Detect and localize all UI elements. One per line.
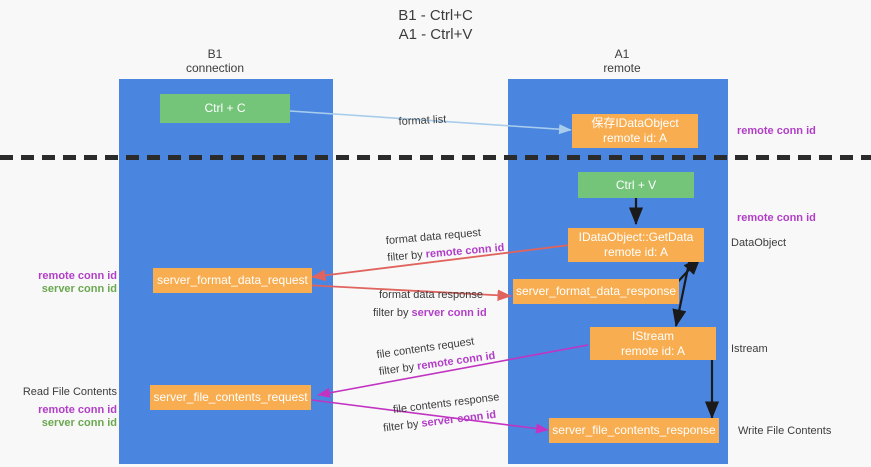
annotation-left-read-file-contents: Read File Contents bbox=[22, 386, 117, 398]
edge-label-file-contents-response: file contents response filter by server … bbox=[383, 390, 502, 434]
column-header-b1: B1 connection bbox=[185, 47, 245, 75]
box-server-file-contents-request[interactable]: server_file_contents_request bbox=[150, 385, 311, 410]
annotation-right-remote-conn-id-mid: remote conn id bbox=[737, 212, 816, 224]
column-header-a1: A1 remote bbox=[603, 47, 641, 75]
box-save-idataobject[interactable]: 保存IDataObject remote id: A bbox=[572, 114, 698, 148]
box-ctrl-c[interactable]: Ctrl + C bbox=[160, 94, 290, 123]
edge-label-format-list: format list bbox=[398, 113, 447, 129]
box-idataobject-getdata[interactable]: IDataObject::GetData remote id: A bbox=[568, 228, 704, 262]
annotation-right-istream: Istream bbox=[731, 343, 768, 355]
annotation-left-remote-conn-id-bottom: remote conn id bbox=[38, 404, 117, 416]
annotation-right-remote-conn-id-top: remote conn id bbox=[737, 125, 816, 137]
diagram-title: B1 - Ctrl+C A1 - Ctrl+V bbox=[398, 7, 473, 43]
section-divider bbox=[0, 155, 871, 160]
filter-value-server-conn-id: server conn id bbox=[411, 307, 487, 319]
box-server-format-data-request[interactable]: server_format_data_request bbox=[153, 268, 312, 293]
filter-prefix: filter by bbox=[386, 248, 427, 265]
box-server-file-contents-response[interactable]: server_file_contents_response bbox=[549, 418, 719, 443]
edge-label-format-data-response: format data response filter by server co… bbox=[373, 288, 487, 320]
filter-prefix: filter by bbox=[382, 417, 423, 435]
filter-prefix: filter by bbox=[378, 360, 419, 379]
edge-label-format-data-request: format data request filter by remote con… bbox=[385, 224, 505, 265]
edge-label-format-data-response-text: format data response bbox=[379, 289, 483, 301]
filter-prefix: filter by bbox=[373, 307, 412, 319]
edge-label-file-contents-request: file contents request filter by remote c… bbox=[376, 332, 497, 379]
box-istream[interactable]: IStream remote id: A bbox=[590, 327, 716, 360]
box-ctrl-v[interactable]: Ctrl + V bbox=[578, 172, 694, 198]
annotation-right-write-file-contents: Write File Contents bbox=[738, 425, 832, 437]
annotation-right-dataobject: DataObject bbox=[731, 237, 787, 249]
annotation-left-server-conn-id-bottom: server conn id bbox=[41, 417, 117, 429]
annotation-left-remote-conn-id-mid: remote conn id bbox=[38, 270, 117, 282]
filter-value-remote-conn-id: remote conn id bbox=[425, 241, 505, 261]
edge-label-format-data-response-filter: filter by server conn id bbox=[373, 306, 487, 320]
annotation-left-server-conn-id-mid: server conn id bbox=[41, 283, 117, 295]
box-server-format-data-response[interactable]: server_format_data_response bbox=[513, 279, 679, 304]
